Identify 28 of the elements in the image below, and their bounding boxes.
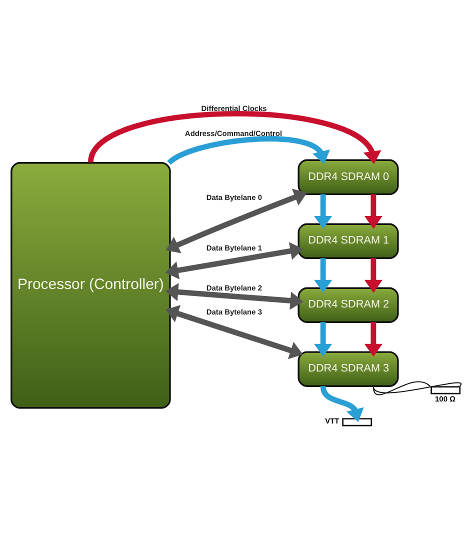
arrow (364, 322, 382, 356)
node-box: Processor (Controller) (10, 162, 171, 408)
arrow (167, 136, 330, 165)
edge-label: Data Bytelane 0 (206, 192, 262, 202)
connector (372, 382, 462, 393)
arrow (314, 194, 332, 228)
edge-label: Differential Clocks (201, 104, 267, 113)
node-box: DDR4 SDRAM 0 (298, 158, 399, 195)
arrow (314, 258, 332, 292)
node-box: DDR4 SDRAM 3 (298, 350, 399, 386)
edge-label: Address/Command/Control (184, 128, 282, 138)
arrow (166, 188, 308, 253)
connector (372, 380, 430, 395)
arrow (88, 110, 382, 164)
arrow (165, 282, 304, 310)
arrow (314, 322, 332, 356)
node-label: VTT (325, 416, 340, 425)
arrow (165, 242, 304, 279)
arrow (165, 304, 304, 359)
edge-label: Data Bytelane 2 (206, 283, 262, 292)
arrow (364, 194, 382, 228)
node-box: DDR4 SDRAM 1 (298, 222, 399, 258)
edge-label: Data Bytelane 3 (206, 307, 262, 316)
node-label: 100 Ω (435, 394, 456, 404)
arrow (320, 385, 364, 422)
node-box: DDR4 SDRAM 2 (298, 286, 399, 322)
arrow (364, 258, 382, 292)
edge-label: Data Bytelane 1 (206, 243, 262, 252)
